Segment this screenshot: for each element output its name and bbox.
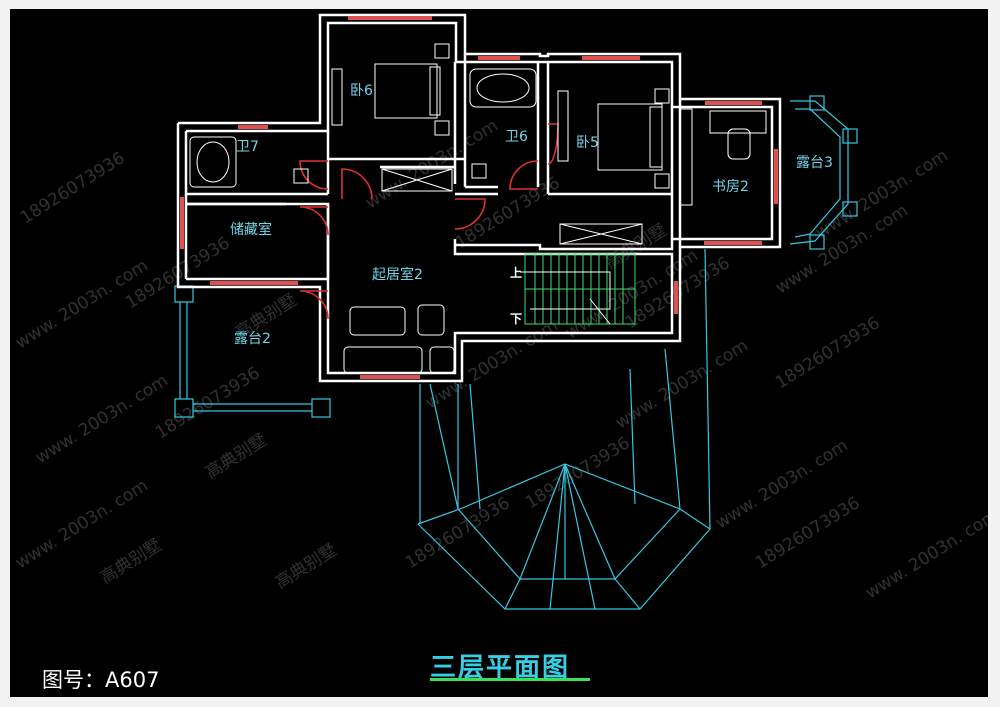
room-label-storage: 储藏室 [230,221,272,238]
windows [180,16,778,379]
roof-outline [417,248,711,610]
watermark-site: www. 2003n. com [612,336,752,434]
watermark-brand: 高典别墅 [272,540,340,593]
room-label-study2: 书房2 [712,179,749,195]
room-label-bath7: 卫7 [236,139,259,155]
terrace-2-outline [174,285,331,418]
watermark-phone: 18926073936 [17,148,129,228]
watermark-phone: 18926073936 [152,363,264,443]
title-underline [430,678,590,681]
floor-plan-canvas: 18926073936 www. 2003n. com 18926073936 … [10,9,988,697]
doors [299,123,559,320]
watermark-brand: 高典别墅 [97,535,165,588]
fixtures [189,43,767,374]
watermark-layer: 18926073936 www. 2003n. com 18926073936 … [12,116,988,604]
stair-down-label: 下 [510,312,522,326]
room-label-bed5: 卧5 [576,135,599,151]
watermark-phone: 18926073936 [522,433,634,513]
drawing-number: 图号：A607 [42,668,160,692]
watermark-phone: 18926073936 [772,313,884,393]
watermark-phone: 18926073936 [752,493,864,573]
room-label-bath6: 卫6 [505,129,528,145]
stairs [520,253,636,325]
watermark-site: www. 2003n. com [32,371,172,469]
room-label-terrace3: 露台3 [796,155,833,171]
floor-plan-svg: 18926073936 www. 2003n. com 18926073936 … [12,13,988,610]
watermark-site: www. 2003n. com [862,506,988,604]
watermark-site: www. 2003n. com [422,316,562,414]
terrace-3-outline [789,95,858,250]
room-label-terrace2: 露台2 [234,331,271,347]
room-label-living2: 起居室2 [372,266,423,283]
watermark-brand: 高典别墅 [202,430,270,483]
room-label-bed6: 卧6 [350,83,373,99]
stair-up-label: 上 [510,265,522,280]
